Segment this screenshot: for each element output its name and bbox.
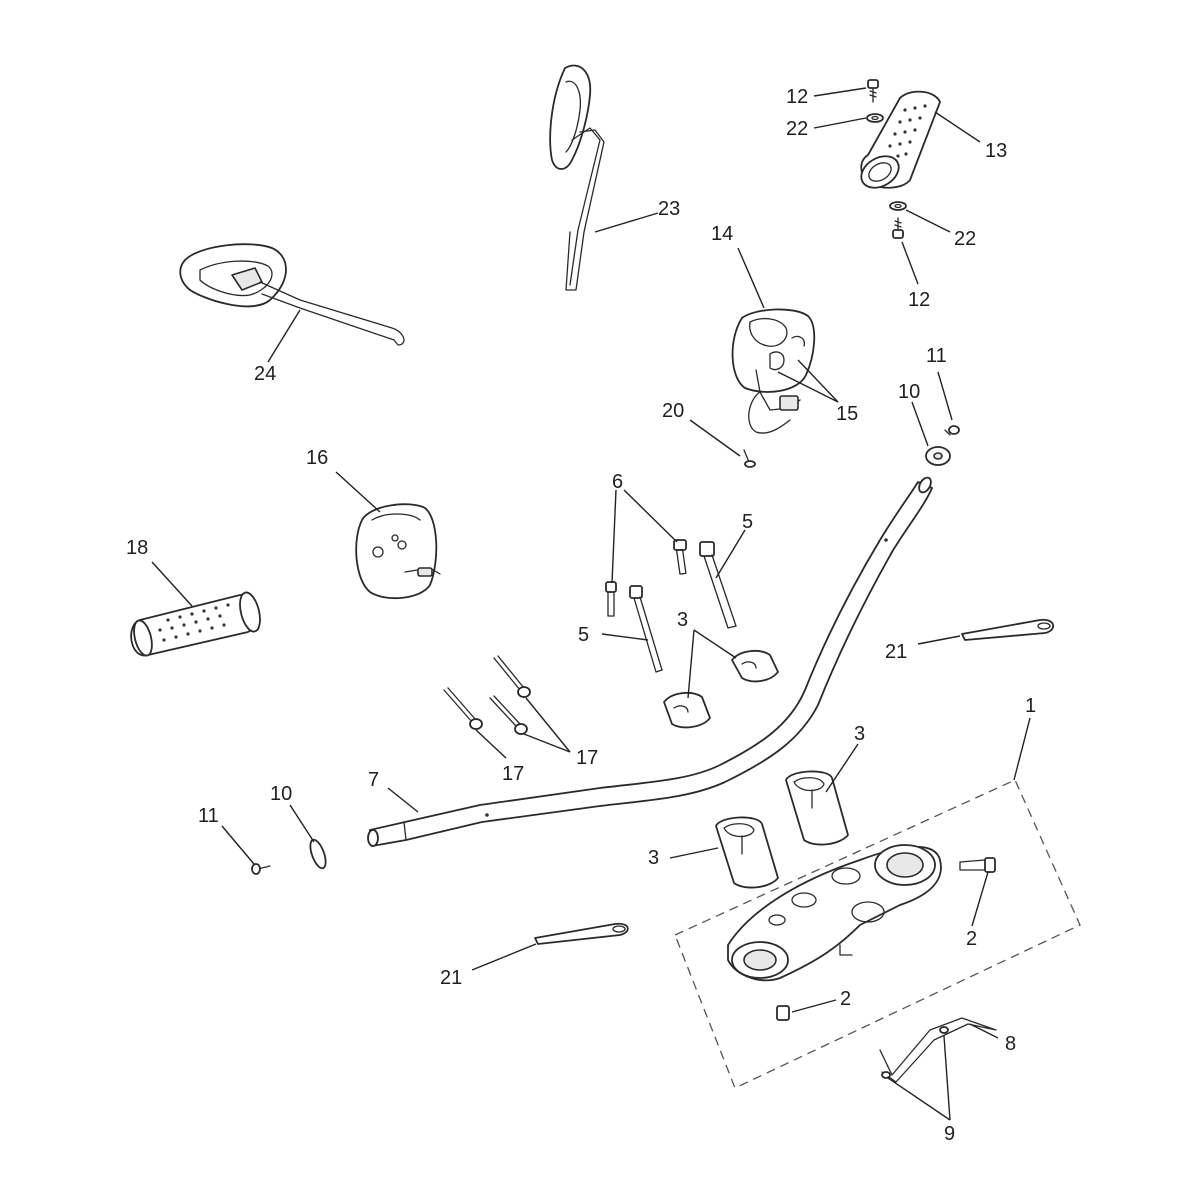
bolt-17-b: [443, 687, 483, 730]
callout-2: 2: [966, 928, 977, 950]
screw-upper: [867, 79, 879, 103]
callout-3: 3: [677, 609, 688, 631]
callout-12: 12: [786, 86, 808, 108]
callout-3: 3: [854, 723, 865, 745]
callout-7: 7: [368, 769, 379, 791]
callout-15: 15: [836, 403, 858, 425]
callout-14: 14: [711, 223, 733, 245]
switch-housing-right: [731, 308, 816, 434]
bolt-6-left: [605, 581, 617, 617]
callout-16: 16: [306, 447, 328, 469]
callout-18: 18: [126, 537, 148, 559]
bolt-17-c: [489, 695, 528, 735]
leader-lines: [151, 87, 1031, 1121]
clamp-upper-right: [731, 649, 779, 683]
mirror-right: [549, 64, 605, 291]
callout-21: 21: [440, 967, 462, 989]
bar-end-left: [309, 838, 327, 870]
washer-lower: [889, 201, 907, 211]
grip-right: [860, 90, 941, 189]
callout-24: 24: [254, 363, 276, 385]
grip-left: [130, 591, 261, 657]
assembly-outline-dashed: [674, 779, 1081, 1089]
bracket-8: [879, 1017, 997, 1083]
callout-9: 9: [944, 1123, 955, 1145]
riser-lower-right: [785, 770, 849, 846]
bar-end-right: [925, 446, 951, 466]
callout-labels: 1 2 2 3 3 3 5 5 6 7 8 9 10 10 11 11 12 1…: [126, 86, 1036, 1145]
callout-10: 10: [898, 381, 920, 403]
callout-11: 11: [198, 805, 219, 827]
bar-end-screw-right: [944, 425, 960, 436]
washer-upper: [866, 113, 884, 123]
bolt-6-right: [673, 539, 687, 575]
top-yoke: [727, 844, 942, 982]
callout-17: 17: [576, 747, 598, 769]
callout-23: 23: [658, 198, 680, 220]
cable-tie-left: [534, 922, 629, 945]
callout-17: 17: [502, 763, 524, 785]
callout-3: 3: [648, 847, 659, 869]
handlebar: [367, 476, 933, 847]
bolt-2-lower: [776, 1005, 790, 1021]
callout-13: 13: [985, 140, 1007, 162]
bolt-5-right: [699, 541, 737, 629]
callout-1: 1: [1025, 695, 1036, 717]
callout-5: 5: [742, 511, 753, 533]
callout-12: 12: [908, 289, 930, 311]
callout-10: 10: [270, 783, 292, 805]
riser-lower-left: [715, 816, 779, 889]
cable-tie-right: [961, 618, 1054, 641]
callout-2: 2: [840, 988, 851, 1010]
callout-5: 5: [578, 624, 589, 646]
callout-21: 21: [885, 641, 907, 663]
bar-end-screw-left: [251, 863, 271, 875]
bolt-2-right: [959, 857, 996, 873]
screw-lower: [892, 217, 904, 239]
callout-20: 20: [662, 400, 684, 422]
mirror-left: [179, 243, 405, 346]
callout-22: 22: [786, 118, 808, 140]
clamp-upper-left: [663, 691, 711, 729]
switch-housing-left: [355, 503, 441, 600]
bolt-17-a: [493, 655, 531, 698]
callout-8: 8: [1005, 1033, 1016, 1055]
bolt-5-left: [629, 585, 663, 673]
callout-11: 11: [926, 345, 947, 367]
callout-6: 6: [612, 471, 623, 493]
screw-20: [743, 449, 756, 468]
callout-22: 22: [954, 228, 976, 250]
